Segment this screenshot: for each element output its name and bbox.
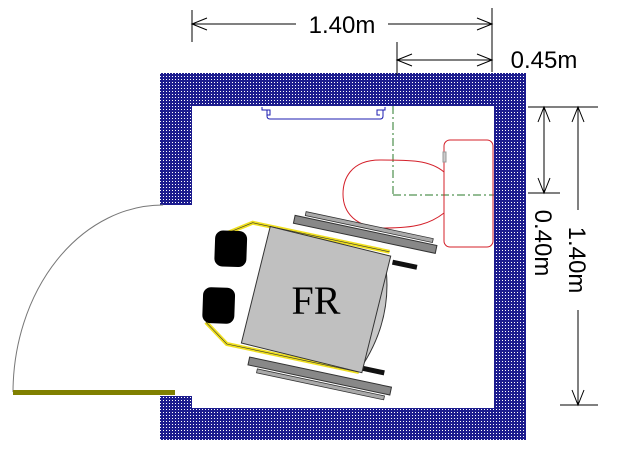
dimension-toilet-offset: 0.45m	[511, 47, 578, 74]
wheelchair: FR	[202, 211, 438, 401]
wheelchair-seat	[240, 225, 392, 374]
wall-top	[160, 73, 526, 106]
walls	[160, 73, 526, 440]
wall-right	[494, 73, 526, 440]
door	[12, 204, 175, 395]
dimension-lines	[190, 8, 598, 407]
toilet-tank	[443, 139, 494, 248]
wheelchair-footrest-top	[214, 230, 248, 268]
grab-bar	[261, 107, 386, 120]
door-leaf	[13, 390, 175, 395]
wall-left-lower	[160, 396, 192, 440]
wall-left-upper	[160, 73, 192, 205]
wheelchair-rim-bottom	[247, 356, 393, 396]
wheelchair-footrest-bottom	[202, 287, 236, 324]
toilet	[342, 139, 494, 248]
wheelchair-rim-top	[292, 214, 438, 254]
door-swing-arc	[12, 204, 164, 393]
dimension-right-height: 1.40m	[563, 227, 590, 294]
dimension-top-width: 1.40m	[309, 12, 376, 39]
dimension-toilet-depth: 0.40m	[529, 210, 556, 277]
wall-bottom	[160, 408, 526, 440]
toilet-bowl	[342, 159, 445, 229]
wheelchair-label: FR	[292, 278, 341, 323]
